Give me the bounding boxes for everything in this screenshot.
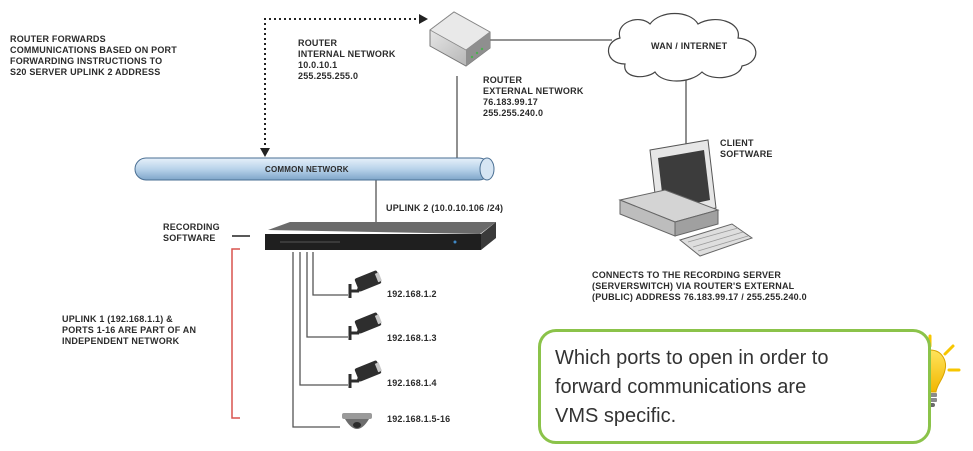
uplink2-label: UPLINK 2 (10.0.10.106 /24) <box>386 203 504 213</box>
connects-label: CONNECTS TO THE RECORDING SERVER (SERVER… <box>592 270 807 302</box>
camera-ip-label: 192.168.1.2 <box>387 289 437 299</box>
cloud-icon <box>608 12 757 82</box>
recording-software-label: RECORDING SOFTWARE <box>163 222 220 243</box>
wan-label: WAN / INTERNET <box>651 41 728 51</box>
router-internal-label: ROUTER INTERNAL NETWORK 10.0.10.1 255.25… <box>298 38 396 81</box>
computer-icon <box>618 139 754 257</box>
uplink1-label: UPLINK 1 (192.168.1.1) & PORTS 1-16 ARE … <box>62 314 197 346</box>
common-network-tube <box>134 157 495 181</box>
camera-ip-label: 192.168.1.4 <box>387 378 437 388</box>
camera-ip-label: 192.168.1.5-16 <box>387 414 451 424</box>
forwarding-arrow <box>260 14 428 157</box>
client-label: CLIENT SOFTWARE <box>720 138 773 159</box>
forwarding-label: ROUTER FORWARDS COMMUNICATIONS BASED ON … <box>10 34 177 77</box>
camera-ip-label: 192.168.1.3 <box>387 333 437 343</box>
note-text: Which ports to open in order to forward … <box>555 347 829 427</box>
connection-lines <box>292 39 687 428</box>
recorder-icon <box>265 222 496 250</box>
independent-network-bracket <box>231 248 240 419</box>
camera-icon <box>348 312 382 340</box>
router-external-label: ROUTER EXTERNAL NETWORK 76.183.99.17 255… <box>483 75 584 118</box>
common-network-label: COMMON NETWORK <box>265 165 349 174</box>
note-box <box>538 329 931 444</box>
router-icon <box>429 11 491 67</box>
camera-icon <box>348 270 382 298</box>
camera-icon <box>348 360 382 388</box>
dome-camera-icon <box>342 413 372 429</box>
